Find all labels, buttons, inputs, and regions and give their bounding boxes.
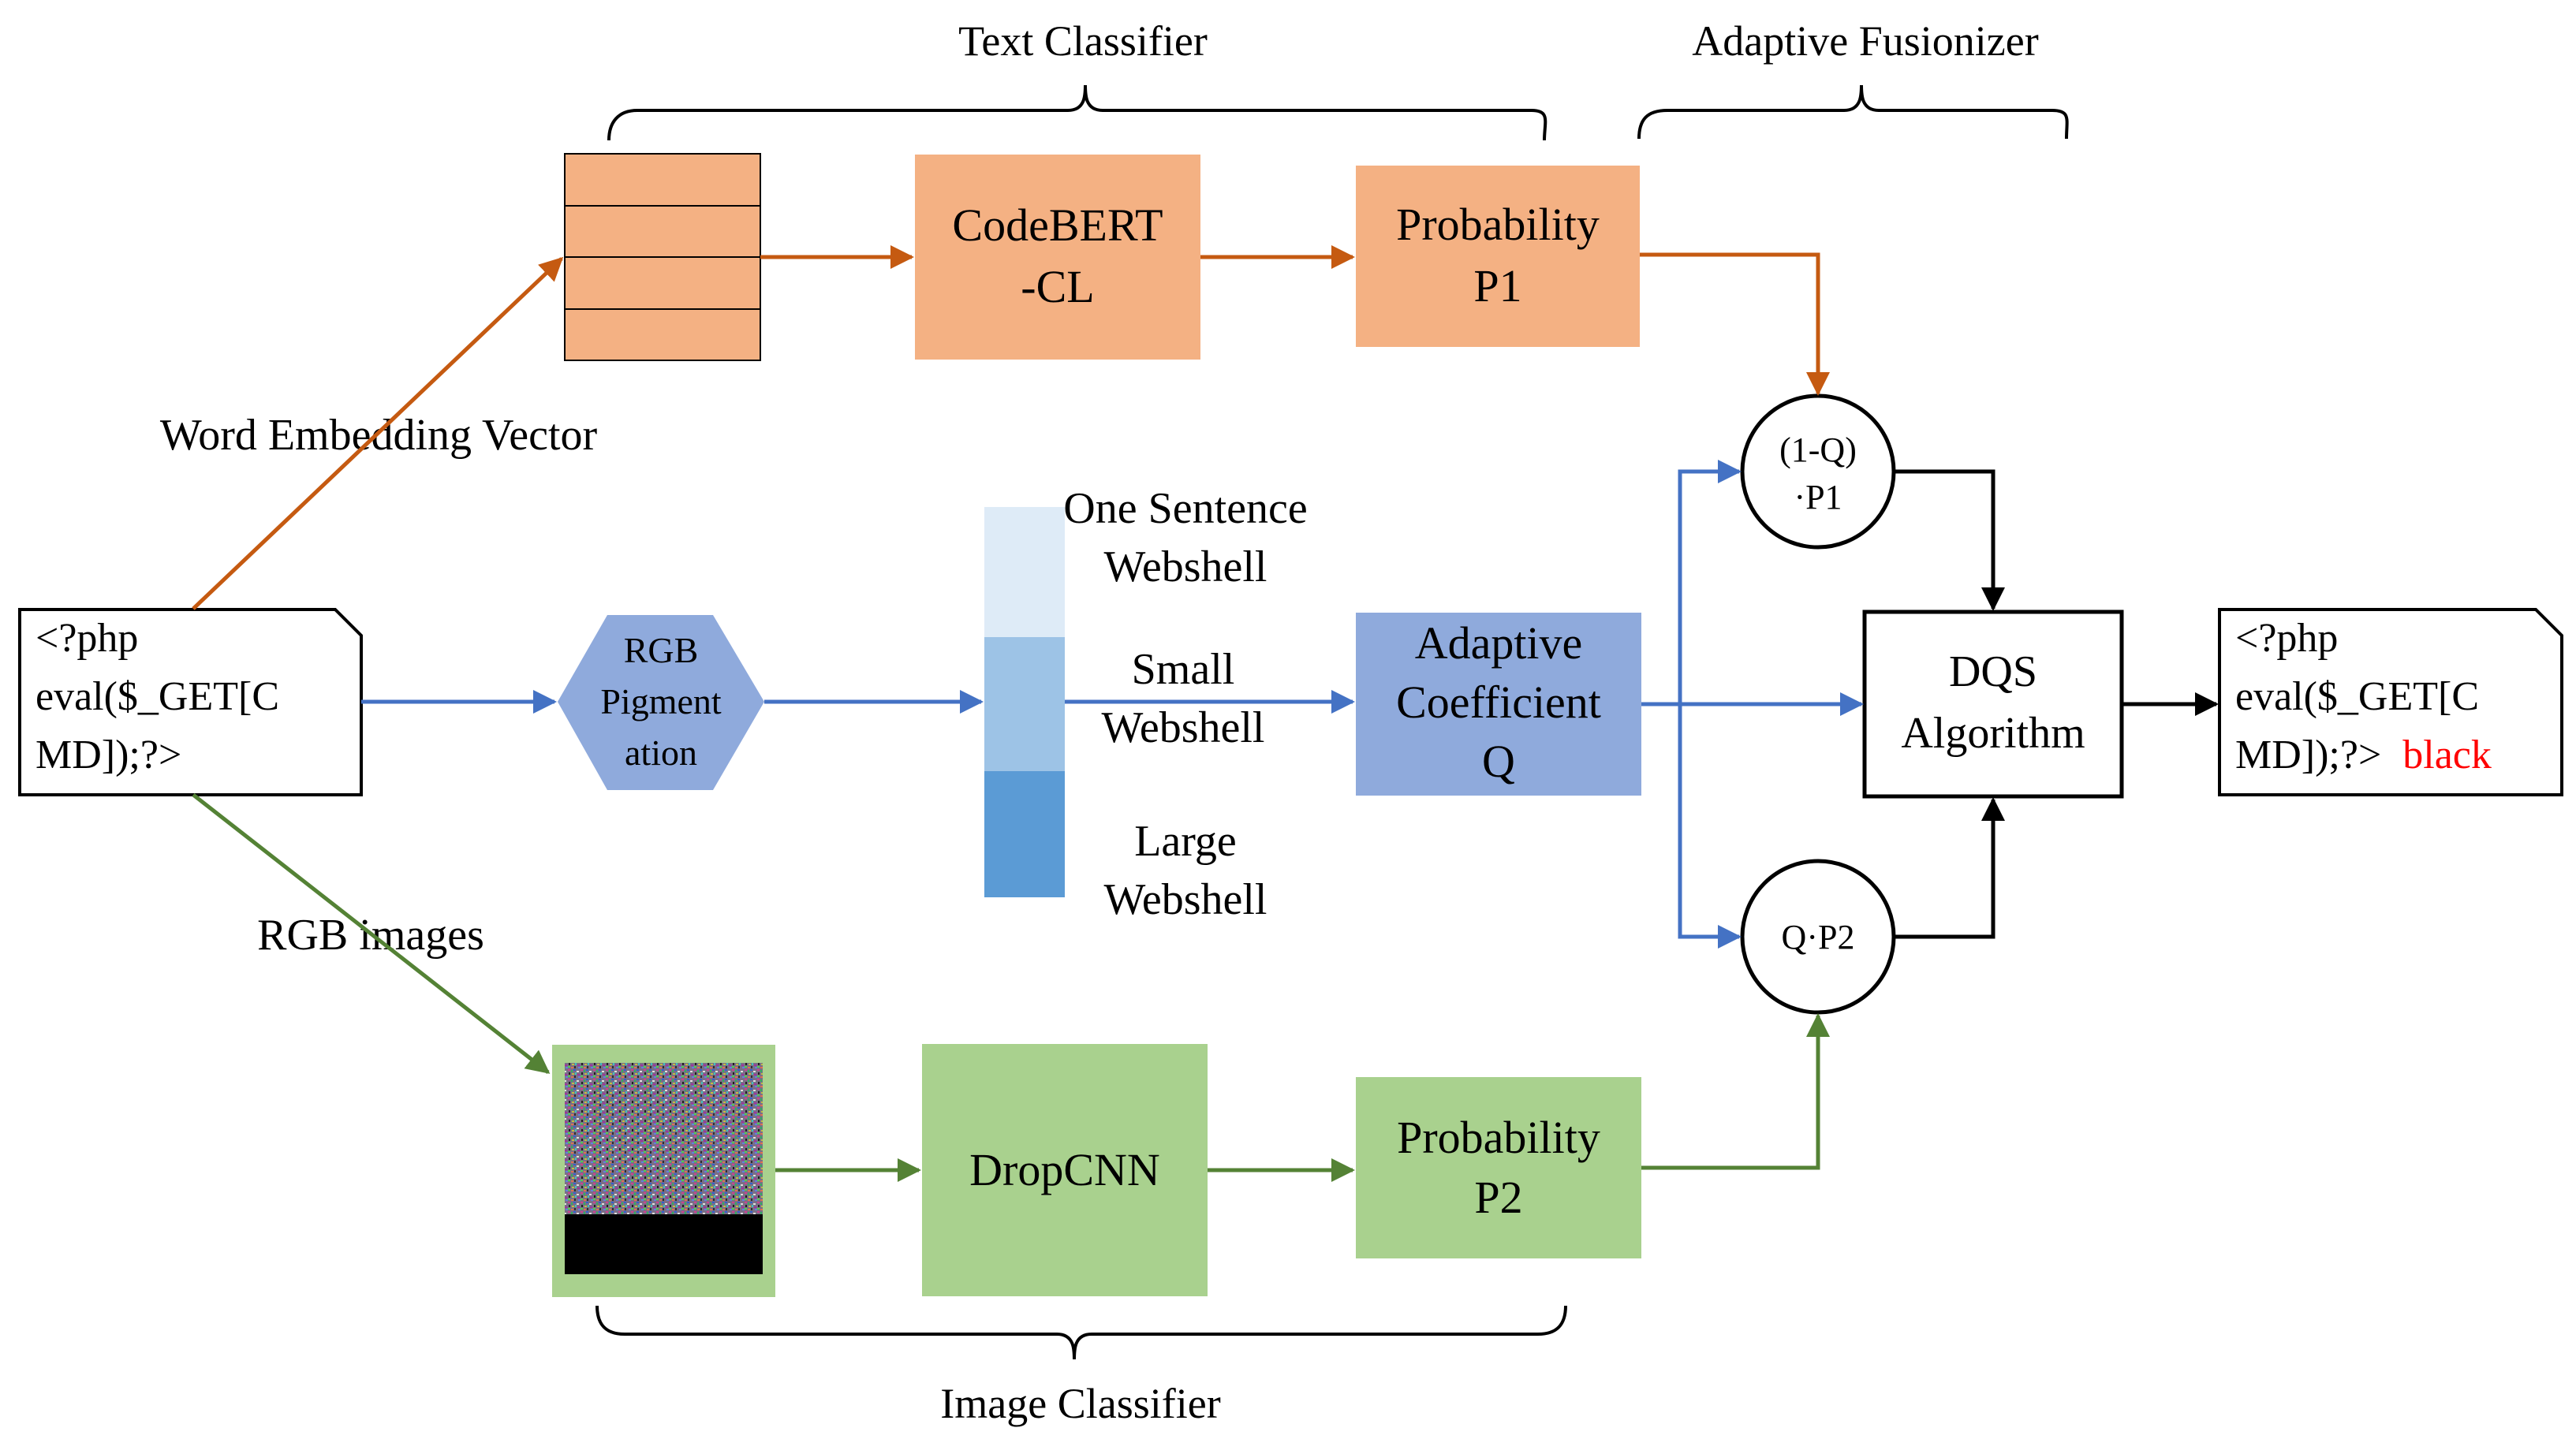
output-doc-line-3: MD]);?> xyxy=(2235,733,2381,777)
rgb-pigmentation-hexagon: RGB Pigment ation xyxy=(558,615,764,790)
codebert-cl-box: CodeBERT -CL xyxy=(915,155,1200,360)
webshell-category-bar xyxy=(984,507,1065,897)
output-doc-line-2: eval($_GET[C xyxy=(2235,674,2479,719)
large-label-2: Webshell xyxy=(1104,875,1267,924)
middle-branch-arrows xyxy=(361,460,1864,949)
prob-p1-line-2: P1 xyxy=(1473,260,1521,311)
text-classifier-brace xyxy=(607,84,1547,141)
weighted-p1-circle: (1-Q) ·P1 xyxy=(1740,393,1896,550)
dqs-algorithm-box: DQS Algorithm xyxy=(1862,610,2124,799)
codebert-line-1: CodeBERT xyxy=(952,199,1163,251)
weight-p1-line-2: ·P1 xyxy=(1794,478,1842,516)
adaptive-coef-line-1: Adaptive xyxy=(1415,617,1583,669)
coefficient-to-p2-weight-arrow xyxy=(1678,704,1742,949)
rgb-image-noise xyxy=(565,1063,763,1214)
small-label-2: Webshell xyxy=(1102,703,1265,752)
adaptive-fusionizer-brace xyxy=(1637,84,2069,140)
rgb-pigmentation-line-1: RGB xyxy=(624,630,699,670)
output-php-document: <?php eval($_GET[C MD]);?> black xyxy=(2218,608,2563,796)
one-sentence-label-2: Webshell xyxy=(1104,542,1267,591)
prob-p1-line-1: Probability xyxy=(1396,199,1600,250)
weight-p1-line-1: (1-Q) xyxy=(1779,431,1857,469)
dqs-line-2: Algorithm xyxy=(1901,709,2085,758)
prob-p2-line-2: P2 xyxy=(1474,1172,1522,1223)
output-doc-line-1: <?php xyxy=(2235,616,2338,661)
text-classifier-label: Text Classifier xyxy=(958,17,1208,65)
weighted-p2-circle: Q·P2 xyxy=(1740,859,1896,1015)
input-doc-line-1: <?php xyxy=(35,616,138,661)
rgb-pigmentation-line-2: Pigment xyxy=(600,681,722,721)
rgb-images-label: RGB images xyxy=(257,911,484,960)
word-embedding-vector-label: Word Embedding Vector xyxy=(160,411,598,460)
one-sentence-label-1: One Sentence xyxy=(1063,484,1307,533)
p2-weight-to-dqs-arrow xyxy=(1894,797,2005,939)
small-label-1: Small xyxy=(1132,645,1235,694)
rgb-image-tile xyxy=(552,1045,775,1297)
p1-weight-to-dqs-arrow xyxy=(1894,469,2005,611)
adaptive-coefficient-box: Adaptive Coefficient Q xyxy=(1356,613,1641,796)
image-classifier-label: Image Classifier xyxy=(940,1380,1220,1427)
bar-segment-large xyxy=(984,771,1065,897)
svg-text:MD]);?> black: MD]);?> black xyxy=(2235,733,2492,777)
image-classifier-brace xyxy=(595,1305,1567,1360)
p2-to-weight-arrow xyxy=(1641,1013,1830,1170)
dqs-line-1: DQS xyxy=(1949,647,2037,696)
coefficient-to-p1-weight-arrow xyxy=(1678,460,1742,704)
probability-p1-box: Probability P1 xyxy=(1356,166,1640,347)
weight-p2-text: Q·P2 xyxy=(1782,918,1855,956)
output-classification-tag: black xyxy=(2402,733,2492,777)
input-doc-line-3: MD]);?> xyxy=(35,733,181,777)
rgb-image-padding xyxy=(565,1214,763,1274)
dropcnn-text: DropCNN xyxy=(969,1144,1160,1195)
prob-p2-line-1: Probability xyxy=(1397,1112,1600,1163)
image-branch-arrows xyxy=(192,793,1830,1182)
input-doc-line-2: eval($_GET[C xyxy=(35,674,279,719)
adaptive-coef-line-2: Coefficient xyxy=(1396,677,1601,728)
input-php-document: <?php eval($_GET[C MD]);?> xyxy=(18,608,363,796)
input-to-rgb-image-arrow xyxy=(192,793,551,1074)
bar-segment-one-sentence xyxy=(984,507,1065,637)
text-branch-arrows xyxy=(192,245,1830,610)
bar-segment-small xyxy=(984,637,1065,771)
input-to-embedding-arrow xyxy=(192,256,564,610)
p1-to-weight-arrow xyxy=(1640,252,1830,396)
fusion-arrows xyxy=(1894,469,2219,939)
adaptive-coef-line-3: Q xyxy=(1482,736,1515,787)
rgb-pigmentation-line-3: ation xyxy=(625,733,697,773)
codebert-line-2: -CL xyxy=(1021,261,1094,312)
adaptive-fusionizer-label: Adaptive Fusionizer xyxy=(1692,17,2038,65)
large-label-1: Large xyxy=(1134,817,1237,866)
probability-p2-box: Probability P2 xyxy=(1356,1077,1641,1258)
word-embedding-stack xyxy=(564,153,761,361)
dropcnn-box: DropCNN xyxy=(922,1044,1208,1296)
